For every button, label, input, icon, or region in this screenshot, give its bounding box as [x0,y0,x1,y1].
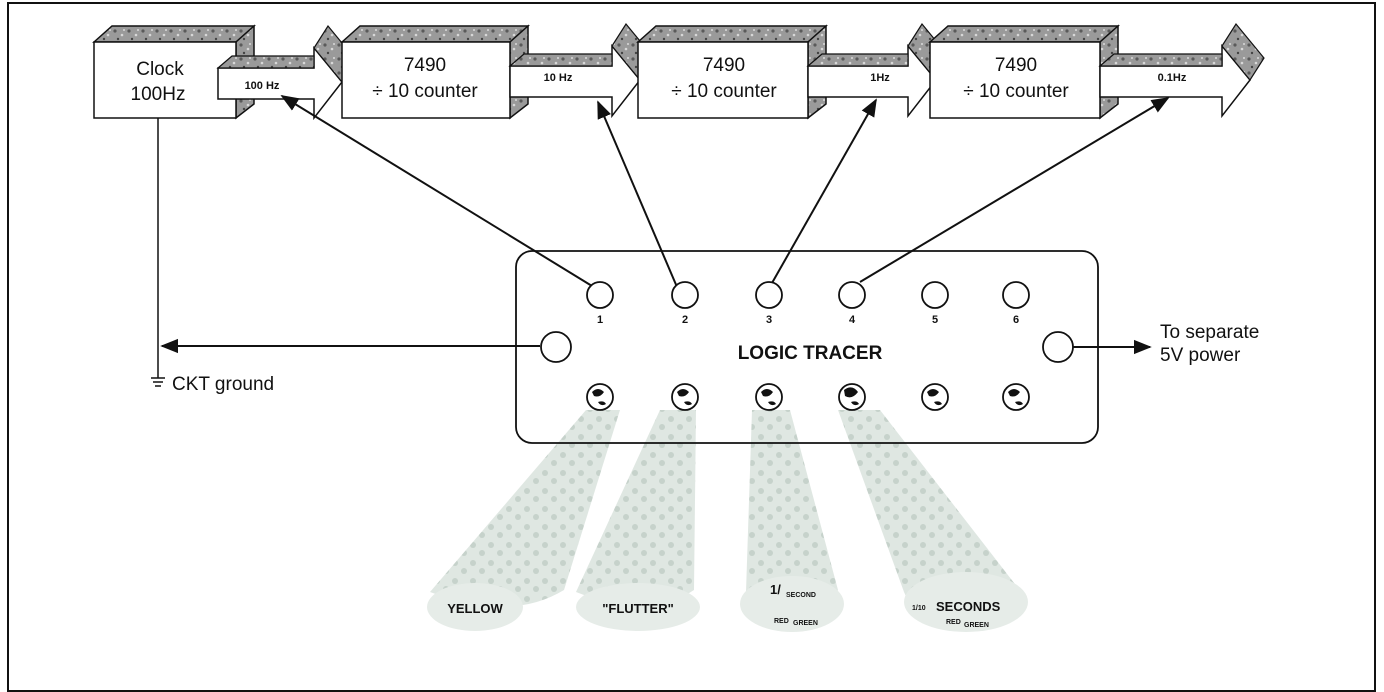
power-label-line2: 5V power [1160,345,1241,366]
beam-3-unit: SECOND [786,592,816,599]
logic-tracer-title: LOGIC TRACER [738,343,883,364]
probe-lead-4 [859,97,1170,283]
led-indicator-5 [921,383,949,411]
probe-lead-2 [597,100,678,288]
signal-label-10hz: 10 Hz [544,72,573,84]
signal-label-1hz: 1Hz [870,72,890,84]
counter-block-1: 7490 ÷ 10 counter [340,24,530,120]
counter-2-function-label: ÷ 10 counter [671,81,777,102]
led-indicator-6 [1002,383,1030,411]
ground-jack[interactable] [540,331,572,363]
pin-number-2: 2 [682,314,688,326]
counter-2-chip-label: 7490 [703,55,745,76]
pin-number-5: 5 [932,314,938,326]
ground-label: CKT ground [172,374,274,395]
led-indicator-1 [586,383,614,411]
counter-block-2: 7490 ÷ 10 counter [636,24,828,120]
beam-2-label: "FLUTTER" [602,601,674,616]
led-beam-1: YELLOW [427,410,620,631]
led-beam-4: 1/10 SECONDS RED GREEN [838,410,1028,632]
signal-arrow-10hz: 10 Hz [508,22,655,119]
beam-3-color-red: RED [774,618,789,625]
power-label-line1: To separate [1160,322,1259,343]
beam-4-color-red: RED [946,619,961,626]
signal-arrow-100hz: 100 Hz [216,24,357,121]
counter-1-function-label: ÷ 10 counter [372,81,478,102]
logic-tracer-panel: LOGIC TRACER 1 2 3 4 5 6 [515,250,1099,444]
counter-block-3: 7490 ÷ 10 counter [928,24,1120,120]
beam-4-color-green: GREEN [964,622,989,629]
probe-input-jack-1[interactable] [586,281,614,309]
probe-input-jack-4[interactable] [838,281,866,309]
probe-lead-1 [280,95,593,287]
clock-label: Clock [136,59,184,80]
probe-input-jack-2[interactable] [671,281,699,309]
signal-label-100hz: 100 Hz [245,80,280,92]
signal-arrow-0-1hz: 0.1Hz [1098,22,1265,119]
beam-3-color-green: GREEN [793,620,818,627]
pin-number-1: 1 [597,314,603,326]
probe-input-jack-5[interactable] [921,281,949,309]
counter-1-chip-label: 7490 [404,55,446,76]
beam-4-label: SECONDS [936,599,1001,614]
led-indicator-2 [671,383,699,411]
pin-number-4: 4 [849,314,856,326]
pin-number-3: 3 [766,314,772,326]
signal-arrow-1hz: 1Hz [806,22,951,119]
clock-frequency-label: 100Hz [131,84,186,105]
led-indicator-4 [838,383,866,411]
pin-number-6: 6 [1013,314,1019,326]
beam-4-fraction: 1/10 [912,605,926,612]
led-indicator-3 [755,383,783,411]
beam-3-fraction: 1/ [770,582,781,597]
power-jack[interactable] [1042,331,1074,363]
counter-3-function-label: ÷ 10 counter [963,81,1069,102]
probe-lead-3 [771,98,877,284]
led-beam-2: "FLUTTER" [576,410,700,631]
led-beam-3: 1/ SECOND RED GREEN [740,410,844,632]
signal-label-0-1hz: 0.1Hz [1158,72,1187,84]
beam-1-label: YELLOW [447,601,503,616]
probe-input-jack-6[interactable] [1002,281,1030,309]
ground-symbol-icon [151,377,165,387]
probe-input-jack-3[interactable] [755,281,783,309]
counter-3-chip-label: 7490 [995,55,1037,76]
logic-tracer-diagram: Clock 100Hz 100 Hz 7490 ÷ 10 counter 10 … [92,22,1265,632]
